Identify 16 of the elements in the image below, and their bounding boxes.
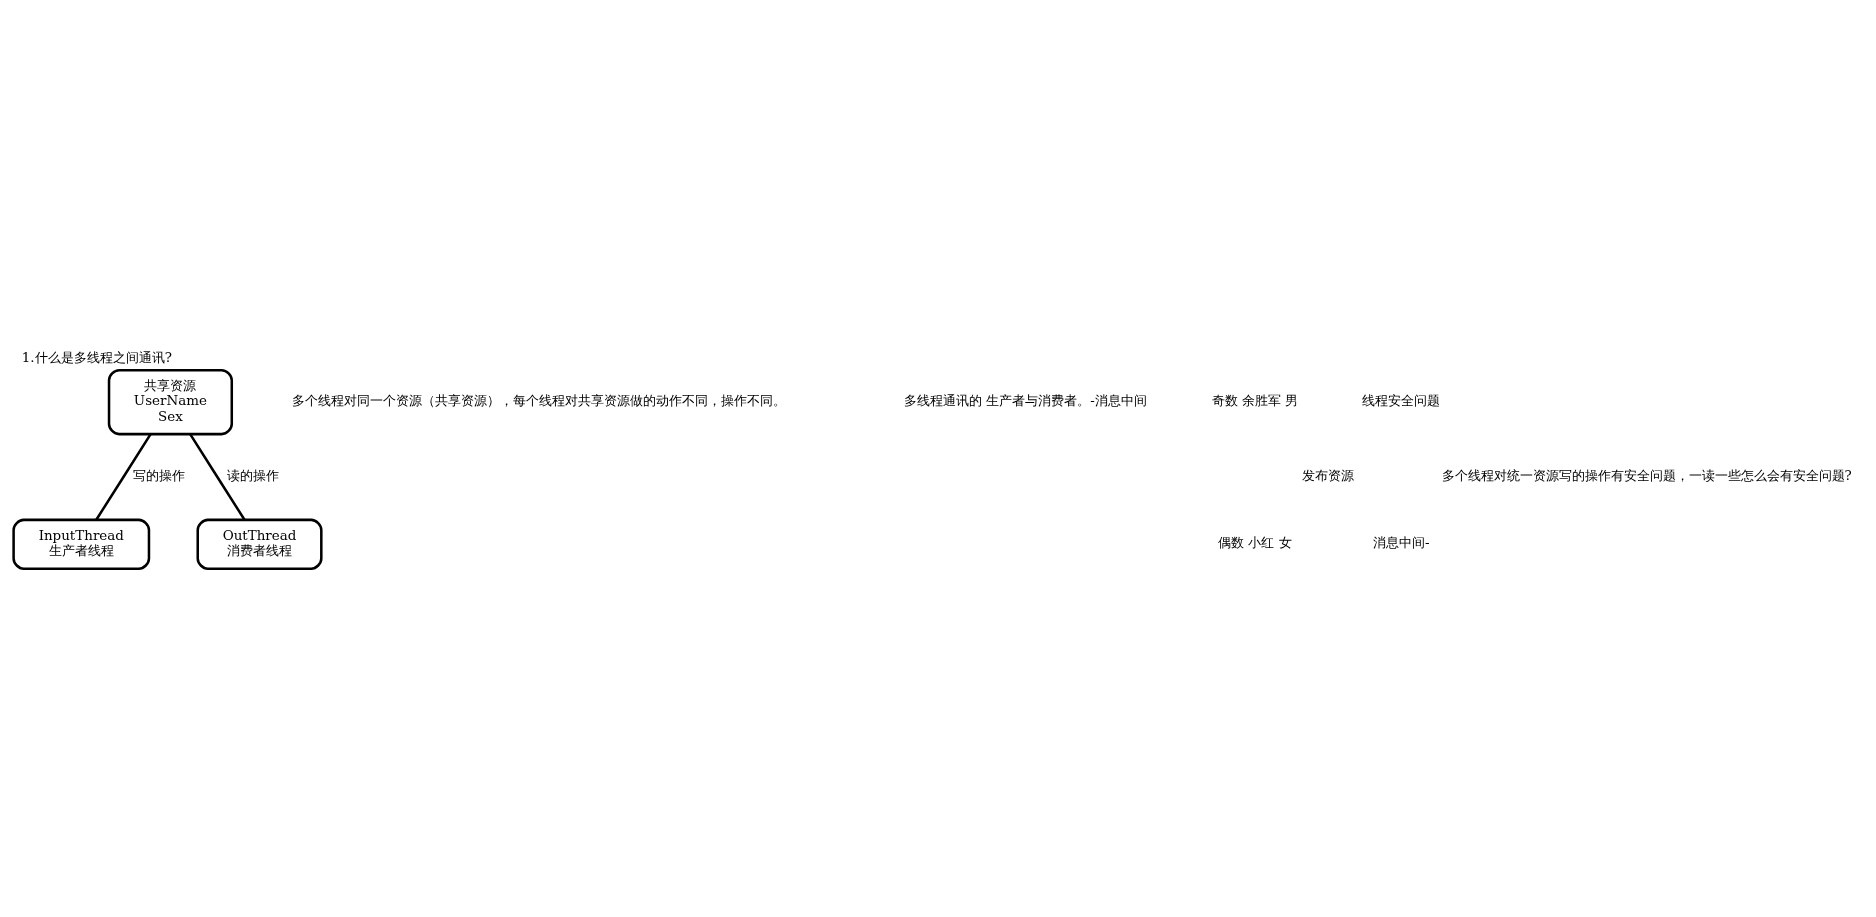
diagram-title: 1.什么是多线程之间通讯? — [21, 350, 172, 366]
label: 多个线程对统一资源写的操作有安全问题，一读一些怎么会有安全问题? — [1441, 468, 1852, 484]
label: 偶数 小红 女 — [1218, 535, 1292, 551]
label: 线程安全问题 — [1362, 393, 1441, 409]
edge-label: 写的操作 — [132, 468, 185, 484]
edge-label: 读的操作 — [226, 468, 279, 484]
label: 消息中间- — [1372, 535, 1430, 551]
label: 多个线程对同一个资源（共享资源），每个线程对共享资源做的动作不同，操作不同。 — [292, 393, 787, 409]
label: 多线程通讯的 生产者与消费者。-消息中间 — [904, 393, 1147, 409]
node-box: 共享资源 UserName Sex — [107, 368, 234, 436]
node-box: OutThread 消费者线程 — [196, 518, 323, 570]
label: 发布资源 — [1302, 468, 1355, 484]
label: 奇数 余胜军 男 — [1211, 393, 1299, 409]
connector — [189, 433, 246, 521]
connector — [95, 433, 152, 521]
node-box: InputThread 生产者线程 — [12, 518, 151, 570]
